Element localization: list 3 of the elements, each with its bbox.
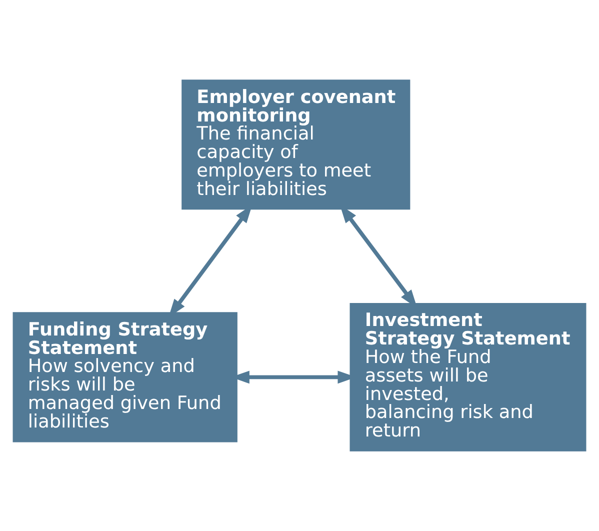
node-box: Investment Strategy Statement How the Fund assets will be invested, balancing risk and return — [350, 302, 586, 452]
node-box: Employer covenant monitoring The financial capacity of employers to meet their liabilities — [182, 80, 410, 210]
node-box: Funding Strategy Statement How solvency and risks will be managed given Fund liabilities — [12, 312, 238, 442]
